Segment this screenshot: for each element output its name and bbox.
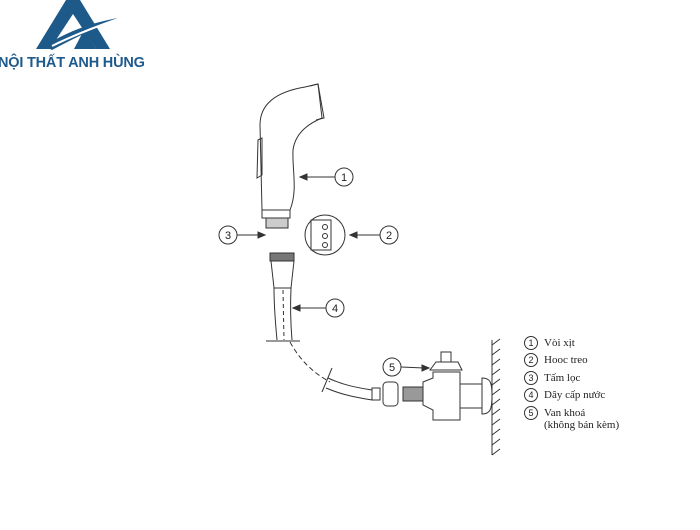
legend-number: 4 — [524, 388, 538, 403]
legend-number: 5 — [524, 405, 538, 420]
legend-label: Tấm lọc — [544, 371, 581, 384]
shower-head-drawing — [256, 83, 325, 229]
legend-item: 1 Vòi xịt — [524, 334, 619, 352]
holder-drawing — [304, 214, 346, 256]
legend-label: Dây cấp nước — [544, 389, 606, 402]
brand-logo — [36, 0, 119, 50]
legend-item: 4 Dây cấp nước — [524, 387, 619, 405]
parts-legend: 1 Vòi xịt 2 Hooc treo 3 Tấm lọc 4 Dây cấp nư… — [524, 334, 619, 431]
callout-1: 1 — [298, 167, 354, 187]
legend-label: Hooc treo — [544, 354, 588, 367]
legend-item: 2 Hooc treo — [524, 352, 619, 370]
callout-5: 5 — [382, 357, 431, 377]
svg-text:5: 5 — [389, 362, 395, 374]
legend-label: Van khoá — [544, 406, 586, 419]
svg-text:3: 3 — [225, 230, 231, 242]
legend-note: (không bán kèm) — [544, 418, 620, 431]
svg-text:1: 1 — [341, 172, 347, 184]
legend-item: 3 Tấm lọc — [524, 369, 619, 387]
callout-2: 2 — [348, 225, 399, 245]
legend-label: Vòi xịt — [544, 336, 575, 349]
callout-3: 3 — [218, 225, 267, 245]
valve-drawing — [402, 338, 501, 456]
legend-item: 5 Van khoá — [524, 404, 619, 422]
legend-number: 1 — [524, 335, 538, 350]
brand-name: NỘI THẤT ANH HÙNG — [0, 55, 145, 71]
svg-text:4: 4 — [332, 303, 338, 315]
hose-drawing — [266, 252, 399, 407]
svg-text:2: 2 — [386, 230, 392, 242]
legend-number: 3 — [524, 370, 538, 385]
legend-number: 2 — [524, 353, 538, 368]
callout-4: 4 — [291, 298, 345, 318]
